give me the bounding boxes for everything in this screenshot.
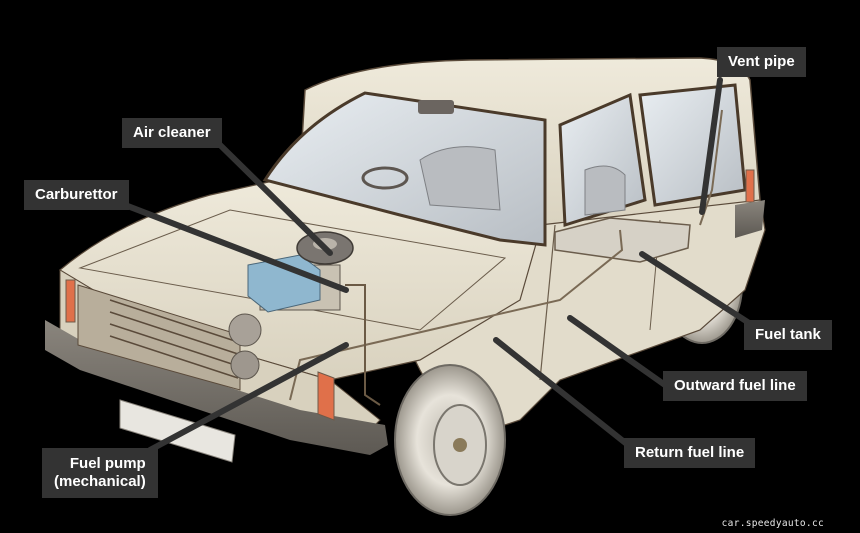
label-fuel-pump: Fuel pump (mechanical) xyxy=(42,448,158,498)
label-fuel-pump-line2: (mechanical) xyxy=(54,473,146,490)
label-fuel-pump-line1: Fuel pump xyxy=(69,455,146,472)
watermark: car.speedyauto.cc xyxy=(721,518,824,529)
front-indicator-left xyxy=(65,279,76,323)
leader-vent-pipe xyxy=(699,77,723,215)
windows xyxy=(262,83,747,247)
rear-indicator xyxy=(745,169,755,203)
leader-fuel-tank xyxy=(639,251,763,333)
front-bumper xyxy=(45,320,388,455)
label-air-cleaner: Air cleaner xyxy=(122,118,222,148)
leader-carburettor xyxy=(122,202,349,293)
front-indicator-right xyxy=(317,371,335,421)
leader-outward-fuel-line xyxy=(567,315,668,388)
leader-air-cleaner xyxy=(212,137,333,256)
label-return-fuel-line: Return fuel line xyxy=(624,438,756,468)
front-wheel xyxy=(394,364,506,516)
rear-bumper xyxy=(735,200,765,238)
leader-lines xyxy=(122,77,763,453)
label-vent-pipe: Vent pipe xyxy=(717,47,806,77)
label-fuel-tank: Fuel tank xyxy=(744,320,832,350)
grille xyxy=(77,284,241,391)
leader-fuel-pump xyxy=(147,342,349,453)
label-carburettor: Carburettor xyxy=(24,180,129,210)
leader-return-fuel-line xyxy=(493,337,631,448)
label-outward-fuel-line: Outward fuel line xyxy=(663,371,807,401)
